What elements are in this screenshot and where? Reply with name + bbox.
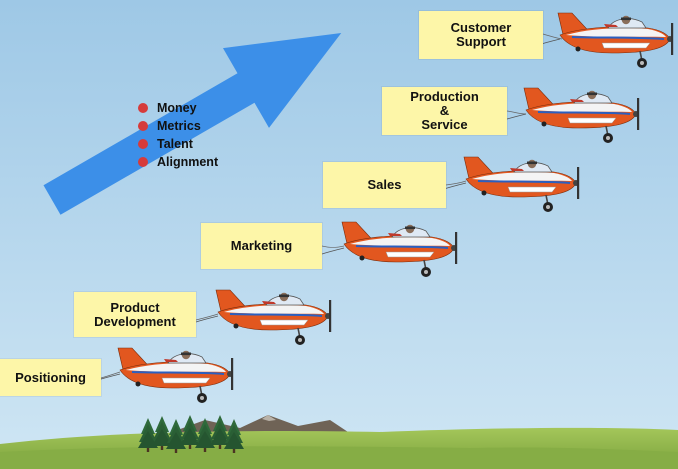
bullet-item: Alignment — [138, 153, 218, 171]
banner-label: Marketing — [230, 238, 293, 253]
banner-production-service: Production & Service — [382, 87, 507, 135]
tow-ropes — [100, 33, 563, 379]
banner-label: Sales — [367, 177, 402, 192]
banner-label: Positioning — [15, 369, 86, 385]
bullet-label: Metrics — [157, 119, 201, 133]
bullet-item: Talent — [138, 135, 218, 153]
bullet-label: Alignment — [157, 155, 219, 169]
grass-ground-front — [0, 446, 678, 469]
bullet-dot-icon — [138, 121, 148, 131]
banner-sales: Sales — [323, 162, 446, 208]
bullet-dot-icon — [138, 157, 148, 167]
banner-customer-support: Customer Support — [419, 11, 543, 59]
bullet-label: Talent — [157, 137, 193, 151]
banner-positioning: Positioning — [0, 359, 101, 396]
banner-label: Product Development — [94, 299, 176, 329]
bullet-dot-icon — [138, 103, 148, 113]
bullet-dot-icon — [138, 139, 148, 149]
banner-product-development: Product Development — [74, 292, 196, 337]
bullet-item: Metrics — [138, 117, 218, 135]
arrow-up-right-icon — [43, 33, 342, 215]
resource-bullet-list: Money Metrics Talent Alignment — [138, 99, 218, 171]
bullet-label: Money — [157, 101, 197, 115]
banner-label: Production & Service — [410, 89, 479, 132]
banner-marketing: Marketing — [201, 223, 322, 269]
mountain-snow — [262, 415, 276, 421]
banner-label: Customer Support — [450, 20, 512, 49]
bullet-item: Money — [138, 99, 218, 117]
